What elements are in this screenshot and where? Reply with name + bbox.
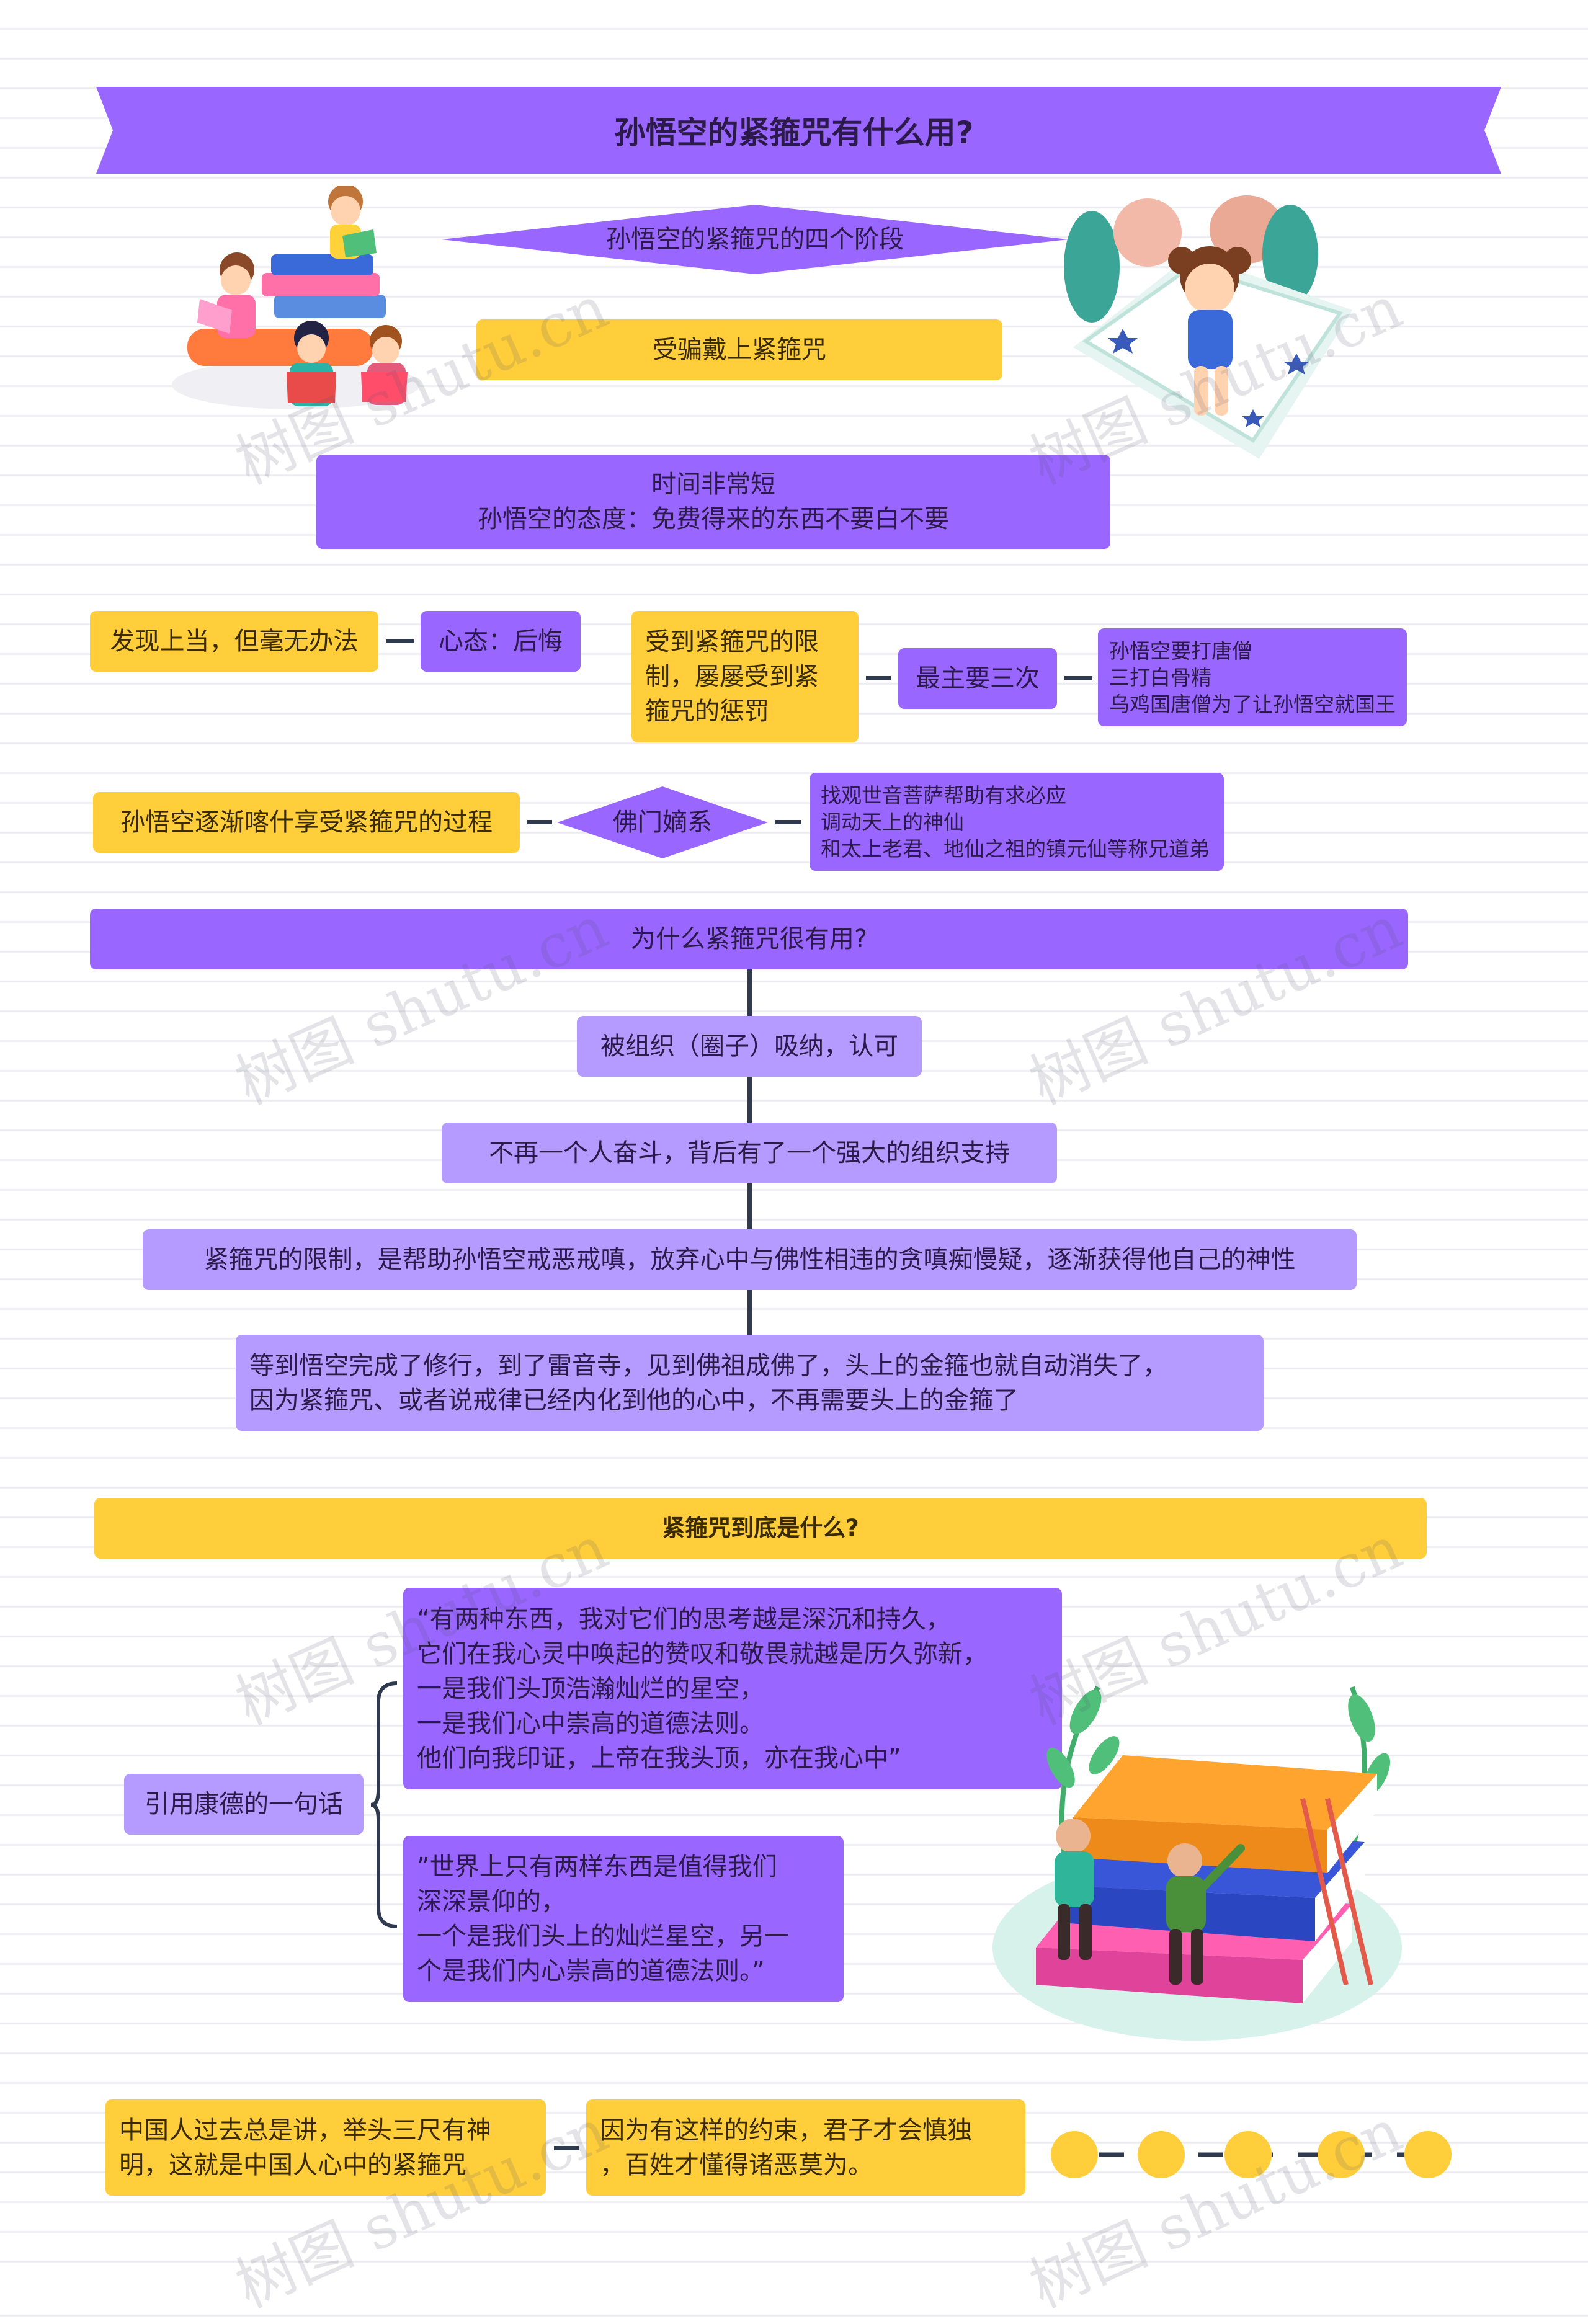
chain-dot	[1138, 2131, 1185, 2178]
kant-quote-1: “有两种东西，我对它们的思考越是深沉和持久， 它们在我心灵中唤起的赞叹和敬畏就越…	[403, 1588, 1062, 1789]
what-header-label: 紧箍咒到底是什么?	[662, 1515, 859, 1541]
why-item-3: 紧箍咒的限制，是帮助孙悟空戒恶戒嗔，放弃心中与佛性相违的贪嗔痴慢疑，逐渐获得他自…	[143, 1229, 1357, 1290]
why-item-4-label: 等到悟空完成了修行，到了雷音寺，见到佛祖成佛了，头上的金箍也就自动消失了， 因为…	[249, 1351, 1167, 1415]
page-title-text: 孙悟空的紧箍咒有什么用?	[614, 115, 974, 151]
time-note-node-label: 时间非常短 孙悟空的态度：免费得来的东西不要白不要	[478, 470, 949, 533]
kant-label-node-label: 引用康德的一句话	[145, 1790, 343, 1819]
lineage-diamond-label: 佛门嫡系	[613, 808, 712, 837]
stages-diamond-shape	[442, 205, 1068, 274]
chain-dot	[1224, 2131, 1272, 2178]
dot-chain-decoration	[1051, 2131, 1452, 2178]
title-ribbon	[96, 87, 1501, 174]
why-item-2: 不再一个人奋斗，背后有了一个强大的组织支持	[442, 1123, 1057, 1183]
page-title: 孙悟空的紧箍咒有什么用?	[124, 87, 1464, 174]
why-item-2-label: 不再一个人奋斗，背后有了一个强大的组织支持	[489, 1139, 1010, 1167]
mood-node: 心态：后悔	[421, 611, 581, 672]
why-header: 为什么紧箍咒很有用?	[90, 909, 1408, 969]
mood-node-label: 心态：后悔	[439, 627, 563, 656]
connector	[554, 2146, 579, 2150]
found-node-label: 发现上当，但毫无办法	[110, 627, 359, 656]
lineage-detail-node-label: 找观世音菩萨帮助有求必应 调动天上的神仙 和太上老君、地仙之祖的镇元仙等称兄道弟	[821, 783, 1210, 861]
limited-node-label: 受到紧箍咒的限 制，屡屡受到紧 箍咒的惩罚	[645, 628, 819, 726]
kant-quote-2: ”世界上只有两样东西是值得我们 深深景仰的， 一个是我们头上的灿烂星空，另一 个…	[403, 1836, 844, 2002]
chinese-saying-node-label: 中国人过去总是讲，举头三尺有神 明，这就是中国人心中的紧箍咒	[119, 2116, 491, 2179]
stage1-node-label: 受骗戴上紧箍咒	[653, 336, 826, 364]
watermark: 树图 shutu.cn	[1019, 2095, 1412, 2322]
chain-dot	[1318, 2131, 1365, 2178]
restraint-node: 因为有这样的约束，君子才会慎独 ，百姓才懂得诸恶莫为。	[586, 2099, 1025, 2196]
why-item-3-label: 紧箍咒的限制，是帮助孙悟空戒恶戒嗔，放弃心中与佛性相违的贪嗔痴慢疑，逐渐获得他自…	[203, 1245, 1296, 1274]
girl-on-book-illustration	[1064, 195, 1352, 459]
connector	[1064, 676, 1092, 680]
kant-quote-2-text: ”世界上只有两样东西是值得我们 深深景仰的， 一个是我们头上的灿烂星空，另一 个…	[417, 1853, 789, 1985]
restraint-node-label: 因为有这样的约束，君子才会慎独 ，百姓才懂得诸恶莫为。	[600, 2116, 972, 2179]
why-item-1: 被组织（圈子）吸纳，认可	[577, 1016, 922, 1077]
connector	[866, 676, 891, 680]
stages-diamond: 孙悟空的紧箍咒的四个阶段	[535, 205, 975, 274]
time-note-node: 时间非常短 孙悟空的态度：免费得来的东西不要白不要	[316, 455, 1110, 549]
stage1-node: 受骗戴上紧箍咒	[476, 319, 1002, 380]
kant-quote-1-text: “有两种东西，我对它们的思考越是深沉和持久， 它们在我心灵中唤起的赞叹和敬畏就越…	[417, 1605, 988, 1773]
what-header: 紧箍咒到底是什么?	[94, 1498, 1427, 1559]
kids-reading-illustration	[172, 186, 420, 409]
lineage-diamond-shape	[557, 786, 768, 858]
chinese-saying-node: 中国人过去总是讲，举头三尺有神 明，这就是中国人心中的紧箍咒	[105, 2099, 546, 2196]
three-detail-node: 孙悟空要打唐僧 三打白骨精 乌鸡国唐僧为了让孙悟空就国王	[1098, 628, 1407, 726]
three-node: 最主要三次	[898, 648, 1057, 709]
found-node: 发现上当，但毫无办法	[90, 611, 378, 672]
lineage-detail-node: 找观世音菩萨帮助有求必应 调动天上的神仙 和太上老君、地仙之祖的镇元仙等称兄道弟	[810, 773, 1224, 871]
lineage-diamond: 佛门嫡系	[594, 786, 731, 858]
why-header-label: 为什么紧箍咒很有用?	[630, 925, 868, 953]
stages-diamond-label: 孙悟空的紧箍咒的四个阶段	[606, 225, 904, 254]
three-detail-node-label: 孙悟空要打唐僧 三打白骨精 乌鸡国唐僧为了让孙悟空就国王	[1109, 638, 1396, 716]
connector	[527, 820, 552, 824]
kant-bracket	[370, 1681, 398, 1928]
enjoy-node-label: 孙悟空逐渐喀什享受紧箍咒的过程	[120, 808, 493, 837]
three-node-label: 最主要三次	[916, 664, 1040, 693]
books-stack-illustration	[993, 1686, 1402, 2041]
limited-node: 受到紧箍咒的限 制，屡屡受到紧 箍咒的惩罚	[631, 611, 859, 742]
chain-dot	[1404, 2131, 1452, 2178]
connector	[386, 639, 414, 643]
kant-label-node: 引用康德的一句话	[124, 1774, 364, 1835]
why-item-1-label: 被组织（圈子）吸纳，认可	[600, 1032, 898, 1061]
why-item-4: 等到悟空完成了修行，到了雷音寺，见到佛祖成佛了，头上的金箍也就自动消失了， 因为…	[236, 1335, 1264, 1431]
connector	[775, 820, 801, 824]
enjoy-node: 孙悟空逐渐喀什享受紧箍咒的过程	[93, 792, 520, 853]
chain-dot	[1051, 2131, 1098, 2178]
